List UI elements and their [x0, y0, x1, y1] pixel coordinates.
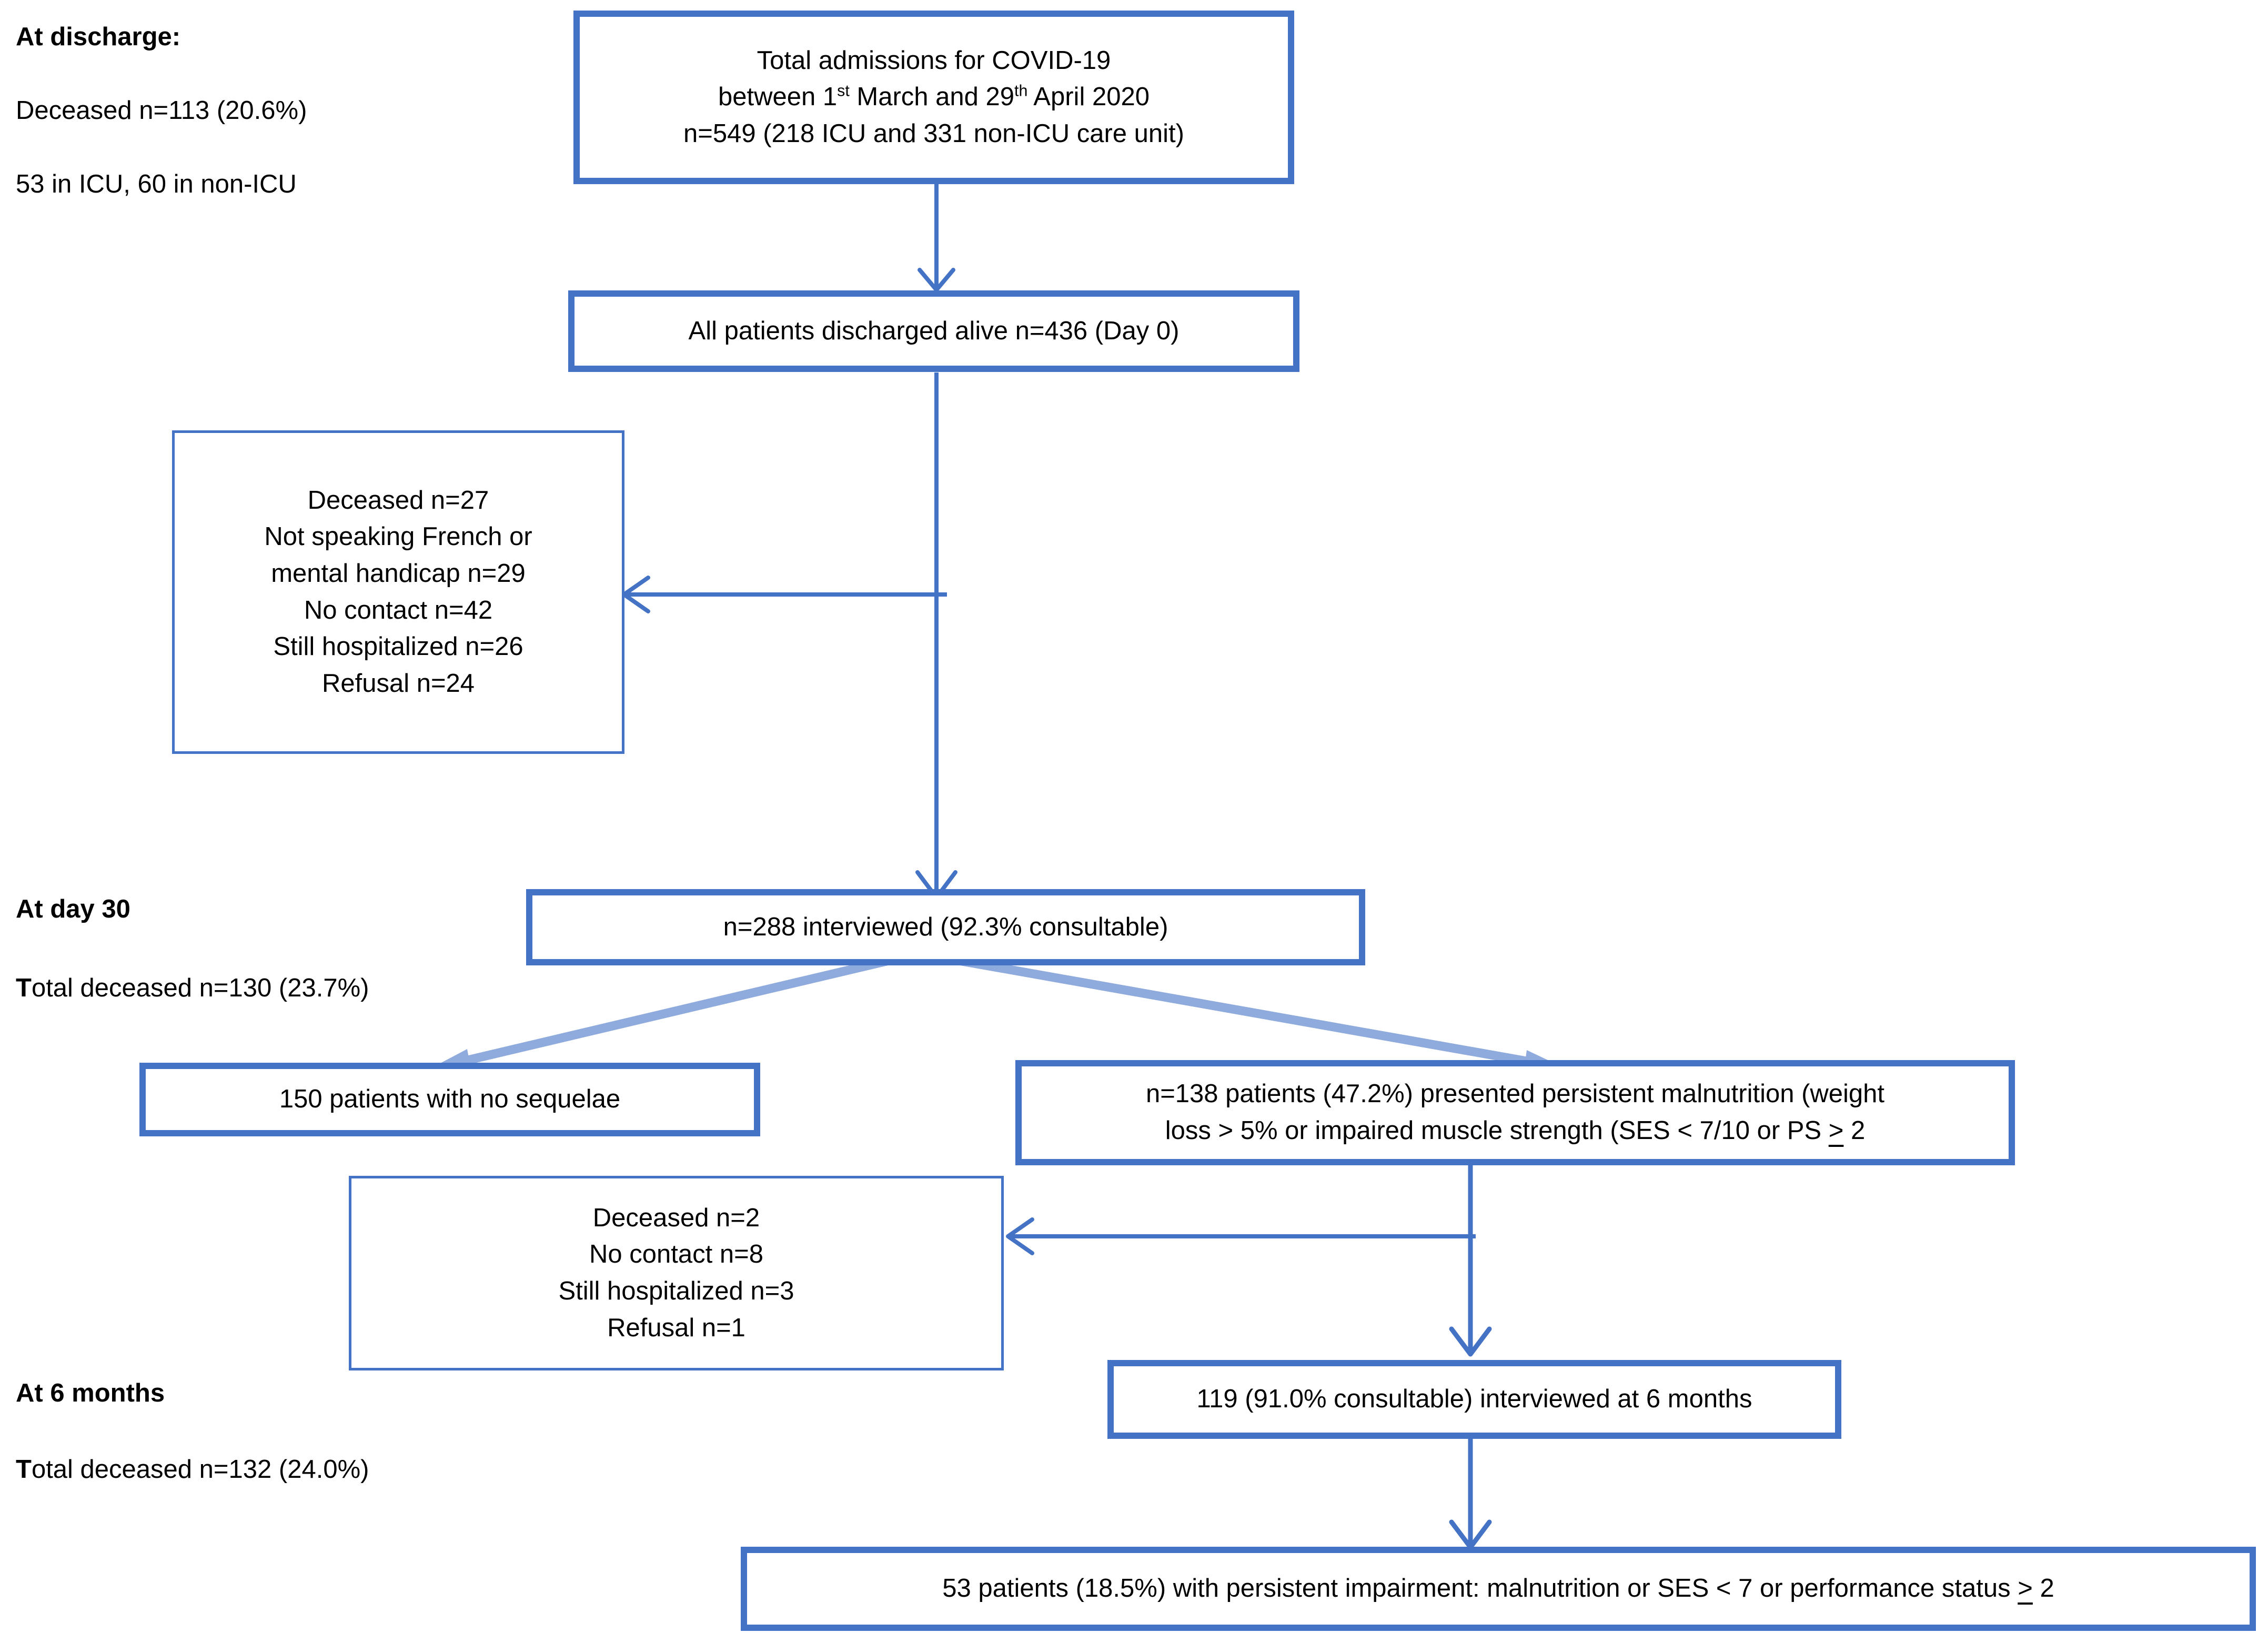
node-persistent-impairment-text: 53 patients (18.5%) with persistent impa…: [747, 1570, 2250, 1607]
node-total-admissions-text: Total admissions for COVID-19 between 1s…: [580, 43, 1288, 153]
exclusions-day30-line3: mental handicap n=29: [271, 559, 526, 588]
label-at-discharge-heading: At discharge:: [16, 23, 181, 51]
node-persistent-malnutrition-text: n=138 patients (47.2%) presented persist…: [1022, 1076, 2009, 1149]
node-persistent-impairment[interactable]: 53 patients (18.5%) with persistent impa…: [741, 1547, 2256, 1631]
node-no-sequelae-text: 150 patients with no sequelae: [279, 1085, 621, 1114]
malnutrition-line2-pre: loss > 5% or impaired muscle strength (S…: [1165, 1116, 1829, 1145]
node-total-admissions-line2: between 1st March and 29th April 2020: [593, 79, 1274, 116]
label-at-6-months-total-deceased-lead: T: [16, 1455, 32, 1484]
admissions-line2-post: April 2020: [1027, 83, 1150, 112]
malnutrition-line2-post: 2: [1843, 1116, 1866, 1145]
node-interviewed-day30-text: n=288 interviewed (92.3% consultable): [723, 912, 1168, 941]
node-discharged-alive-text: All patients discharged alive n=436 (Day…: [688, 316, 1180, 345]
admissions-line2-pre: between 1: [718, 83, 838, 112]
malnutrition-line1: n=138 patients (47.2%) presented persist…: [1145, 1080, 1885, 1108]
node-exclusions-day30[interactable]: Deceased n=27 Not speaking French or men…: [172, 430, 624, 754]
exclusions-day30-line4: No contact n=42: [304, 596, 493, 624]
connector-admissions-to-discharged: [894, 182, 979, 295]
greater-or-equal-symbol: >: [1828, 1116, 1844, 1145]
label-at-6-months-heading: At 6 months: [16, 1379, 165, 1407]
label-at-discharge-icu-split: 53 in ICU, 60 in non-ICU: [16, 170, 297, 198]
node-interviewed-day30[interactable]: n=288 interviewed (92.3% consultable): [526, 889, 1365, 965]
connector-malnutrition-to-interviewed-6m: [1428, 1152, 1513, 1357]
exclusions-6m-line1: Deceased n=2: [592, 1203, 760, 1232]
exclusions-6m-line2: No contact n=8: [589, 1240, 763, 1269]
connector-discharged-to-exclusions-day30: [616, 563, 952, 626]
node-interviewed-6-months-text: 119 (91.0% consultable) interviewed at 6…: [1196, 1385, 1752, 1414]
label-at-6-months-total-deceased: Total deceased n=132 (24.0%): [16, 1455, 369, 1484]
exclusions-6m-line4: Refusal n=1: [607, 1313, 745, 1342]
connector-discharged-to-interviewed-day30: [894, 372, 979, 901]
admissions-line2-mid: March and 29: [849, 83, 1015, 112]
exclusions-day30-line1: Deceased n=27: [307, 486, 489, 515]
node-discharged-alive[interactable]: All patients discharged alive n=436 (Day…: [568, 290, 1299, 372]
admissions-line2-sup2: th: [1014, 82, 1028, 100]
node-total-admissions[interactable]: Total admissions for COVID-19 between 1s…: [573, 11, 1294, 184]
node-interviewed-6-months[interactable]: 119 (91.0% consultable) interviewed at 6…: [1107, 1360, 1841, 1439]
exclusions-day30-line2: Not speaking French or: [264, 522, 532, 551]
exclusions-day30-line5: Still hospitalized n=26: [273, 632, 523, 661]
label-at-discharge-deceased: Deceased n=113 (20.6%): [16, 96, 307, 125]
label-at-6-months-total-deceased-rest: otal deceased n=132 (24.0%): [31, 1455, 369, 1484]
connector-interviewed-6m-to-impairment: [1428, 1439, 1513, 1550]
label-at-day-30-heading: At day 30: [16, 895, 130, 923]
admissions-line2-sup1: st: [837, 82, 850, 100]
label-at-day-30-total-deceased-lead: T: [16, 974, 32, 1002]
connector-malnutrition-to-exclusions-6m: [1000, 1205, 1484, 1268]
greater-or-equal-symbol-2: >: [2018, 1574, 2033, 1603]
exclusions-day30-line6: Refusal n=24: [321, 669, 475, 698]
impairment-post: 2: [2032, 1574, 2054, 1603]
node-exclusions-6-months-text: Deceased n=2 No contact n=8 Still hospit…: [351, 1200, 1001, 1346]
node-total-admissions-line3: n=549 (218 ICU and 331 non-ICU care unit…: [683, 119, 1184, 148]
impairment-pre: 53 patients (18.5%) with persistent impa…: [942, 1574, 2018, 1603]
node-persistent-malnutrition[interactable]: n=138 patients (47.2%) presented persist…: [1015, 1060, 2015, 1165]
label-at-day-30-total-deceased: Total deceased n=130 (23.7%): [16, 973, 369, 1003]
label-at-day-30-total-deceased-rest: otal deceased n=130 (23.7%): [31, 974, 369, 1002]
node-exclusions-day30-text: Deceased n=27 Not speaking French or men…: [175, 482, 622, 702]
node-exclusions-6-months[interactable]: Deceased n=2 No contact n=8 Still hospit…: [349, 1176, 1004, 1370]
node-no-sequelae[interactable]: 150 patients with no sequelae: [139, 1063, 760, 1136]
malnutrition-line2: loss > 5% or impaired muscle strength (S…: [1035, 1113, 1995, 1150]
exclusions-6m-line3: Still hospitalized n=3: [558, 1277, 794, 1305]
node-total-admissions-line1: Total admissions for COVID-19: [757, 46, 1111, 75]
